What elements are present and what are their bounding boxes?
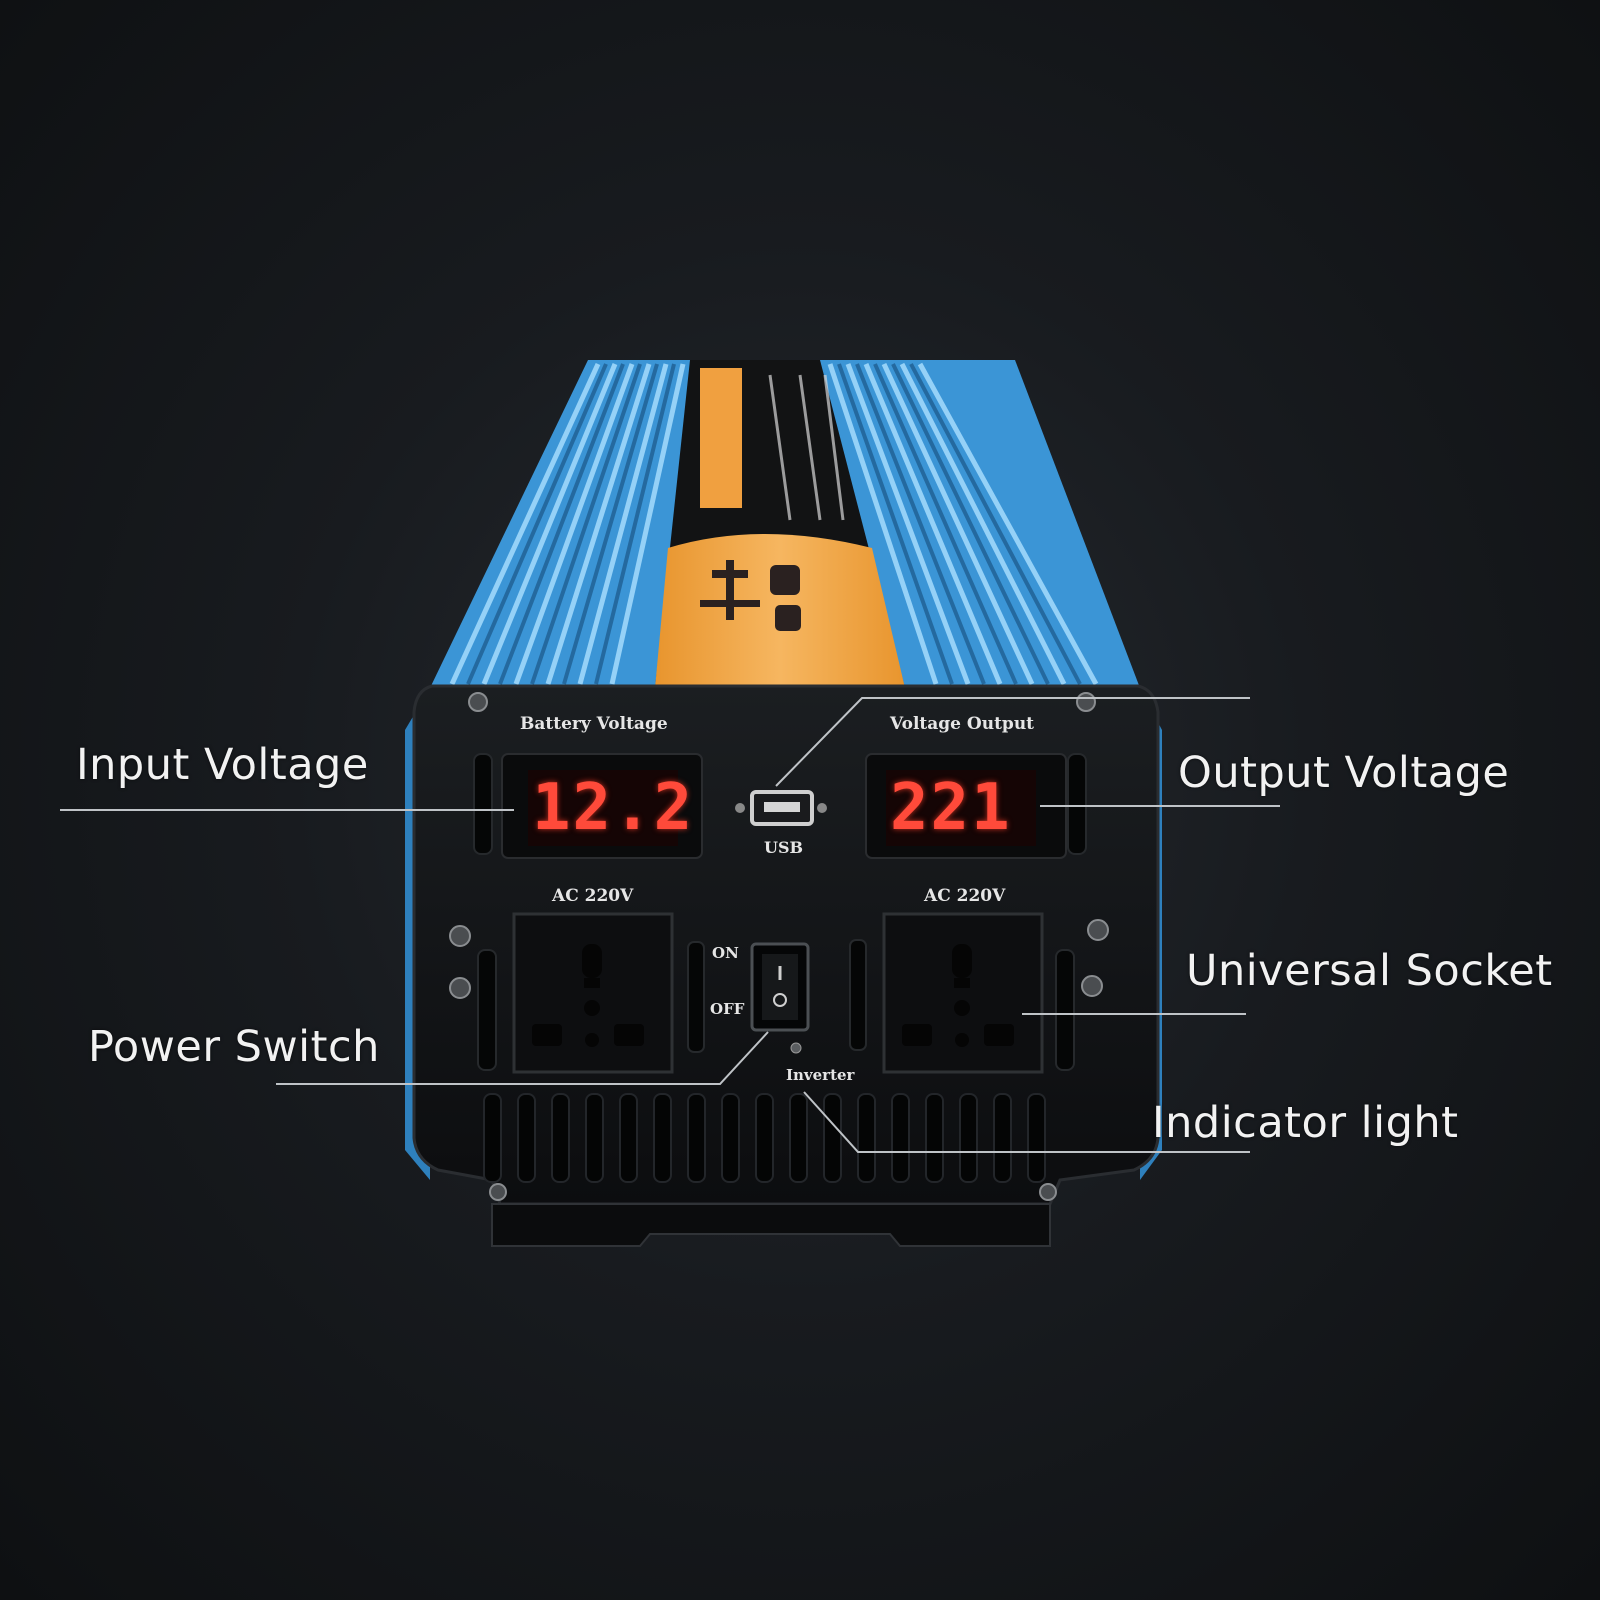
brand-logo-glyphs (700, 560, 801, 631)
usb-leader (775, 697, 1250, 787)
power-switch (750, 942, 810, 1032)
universal-socket-left (512, 912, 674, 1074)
screw-icon (449, 692, 1109, 1201)
callout-leader-lines (60, 697, 1280, 1153)
front-panel (412, 684, 1160, 1247)
socket-right-label: AC 220V (924, 886, 1006, 906)
usb-port (735, 790, 827, 826)
universal-socket-right (882, 912, 1044, 1074)
callout-input-voltage: Input Voltage (76, 740, 369, 790)
voltage-output-readout: 221 (890, 771, 1012, 845)
callout-power-switch: Power Switch (88, 1022, 380, 1072)
heatsink-fins-left (449, 362, 686, 686)
usb-label: USB (764, 838, 804, 857)
heatsink-body (430, 360, 1140, 688)
indicator-light-leader (803, 1091, 1250, 1153)
switch-off-label: OFF (710, 1000, 745, 1018)
callout-output-voltage: Output Voltage (1178, 748, 1510, 798)
vent-slots (483, 1093, 1046, 1183)
battery-voltage-readout: 12.2 (532, 771, 695, 845)
callout-universal-socket: Universal Socket (1186, 946, 1553, 996)
battery-voltage-label: Battery Voltage (520, 714, 668, 734)
indicator-light (790, 1042, 802, 1054)
voltage-output-label: Voltage Output (890, 714, 1035, 734)
power-switch-leader (276, 1031, 769, 1085)
switch-on-label: ON (712, 944, 739, 962)
inverter-label: Inverter (786, 1066, 855, 1084)
heatsink-fins-right (827, 362, 1099, 686)
callout-indicator-light: Indicator light (1152, 1098, 1459, 1148)
socket-left-label: AC 220V (552, 886, 634, 906)
